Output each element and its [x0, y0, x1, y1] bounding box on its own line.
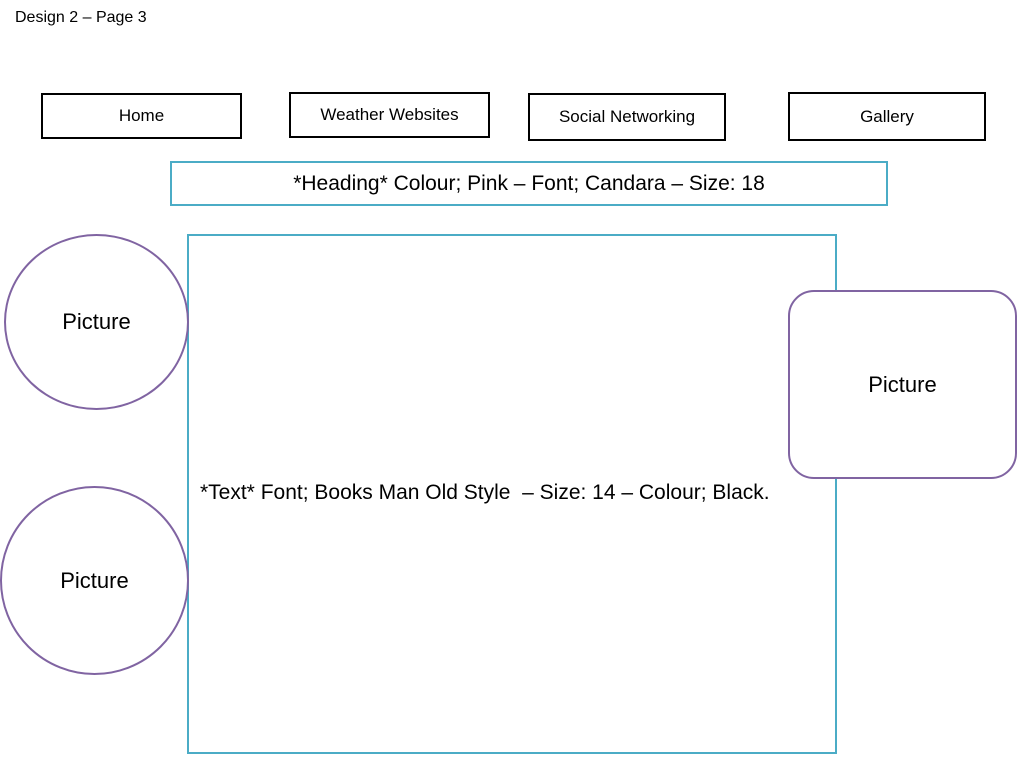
nav-button-weather-websites[interactable]: Weather Websites: [289, 92, 490, 138]
content-text: *Text* Font; Books Man Old Style – Size:…: [200, 481, 770, 504]
picture-label: Picture: [868, 371, 937, 397]
nav-button-home[interactable]: Home: [41, 93, 242, 139]
picture-placeholder-top-left: Picture: [4, 234, 189, 410]
page-label: Design 2 – Page 3: [15, 9, 147, 26]
picture-placeholder-bottom-left: Picture: [0, 486, 189, 675]
nav-button-social-networking[interactable]: Social Networking: [528, 93, 726, 141]
picture-placeholder-right: Picture: [788, 290, 1017, 479]
heading-text: *Heading* Colour; Pink – Font; Candara –…: [293, 171, 765, 195]
picture-label: Picture: [60, 567, 129, 593]
heading-placeholder: *Heading* Colour; Pink – Font; Candara –…: [170, 161, 888, 206]
nav-button-gallery[interactable]: Gallery: [788, 92, 986, 141]
content-area: [187, 234, 837, 754]
picture-label: Picture: [62, 309, 131, 334]
